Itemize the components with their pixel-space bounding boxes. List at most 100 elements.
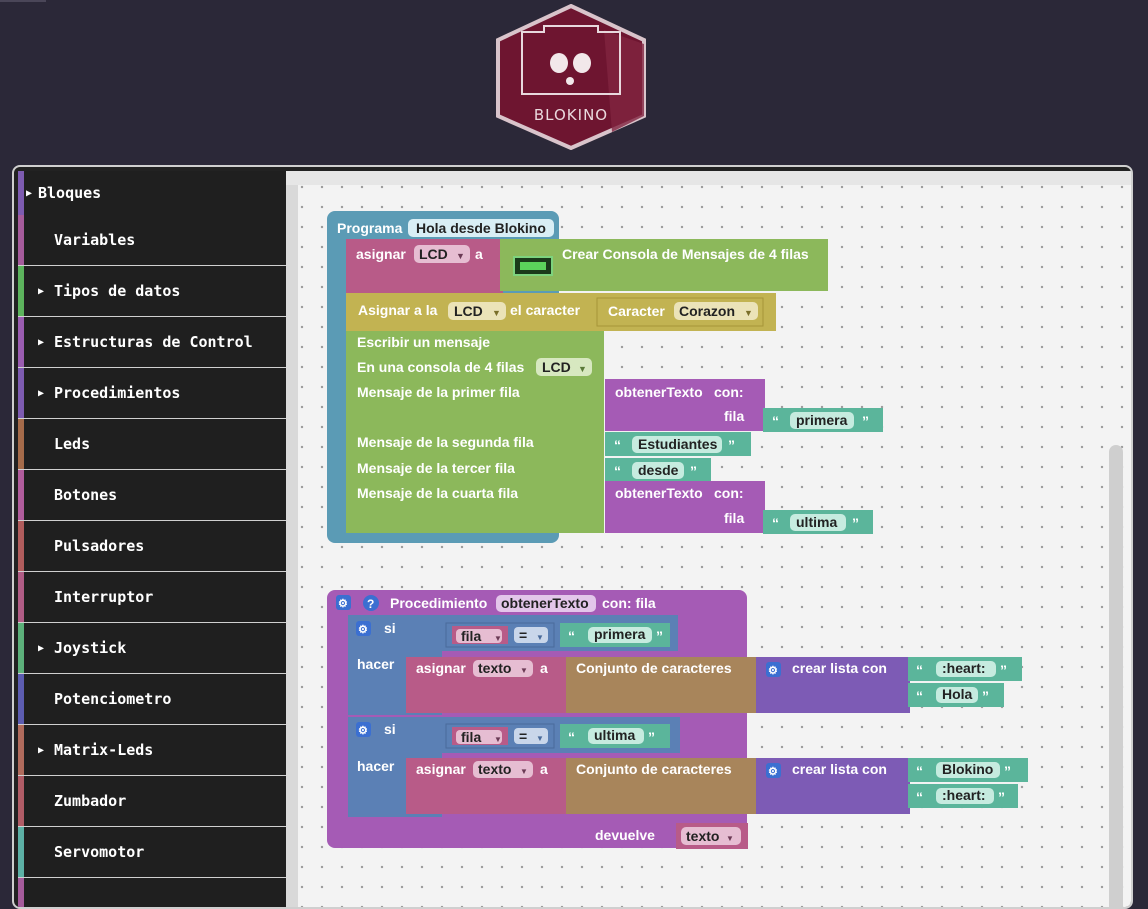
toolbox-item-more[interactable] [18,878,286,907]
charset-label-1: Conjunto de caracteres [576,660,732,676]
row3-label: Mensaje de la tercer fila [357,460,515,476]
gear-glyph: ⚙ [338,598,348,610]
toolbox-item-leds[interactable]: Leds [18,419,286,470]
svg-text:”: ” [982,688,989,704]
set-char-var-text: LCD [454,303,483,319]
svg-text:“: “ [916,763,923,779]
dropdown-arrow-icon: ▼ [456,251,465,261]
toolbox-item-procedimientos[interactable]: ▶Procedimientos [18,368,286,419]
quote-icon: ” [862,413,869,429]
procedure-label: Procedimiento [390,595,487,611]
gear-icon [336,595,351,610]
compare-var-2: fila [461,729,481,745]
gear-icon [356,621,371,636]
char-value-dropdown[interactable] [674,302,758,320]
procedure-name-field[interactable] [496,595,596,612]
row2-text: Estudiantes [638,436,718,452]
dropdown-arrow-icon: ▼ [578,364,587,374]
category-stripe [18,368,24,418]
toolbox-item-botones[interactable]: Botones [18,470,286,521]
category-stripe [18,470,24,520]
if-label-2: si [384,721,396,737]
category-stripe [18,419,24,469]
call-param-2: fila [724,510,744,526]
do-label-2: hacer [357,758,395,774]
toolbox-item-label: Tipos de datos [54,282,181,300]
category-stripe [18,623,24,673]
toolbox-header-bloques[interactable]: ▶ Bloques [18,171,286,215]
toolbox-item-variables[interactable]: Variables [18,215,286,266]
toolbox-item-zumbador[interactable]: Zumbador [18,776,286,827]
create-console-block [500,239,828,291]
category-stripe [18,776,24,826]
help-glyph: ? [367,597,374,611]
console-var-dropdown[interactable] [536,358,592,376]
category-stripe [18,317,24,367]
list2-item2: :heart: [942,787,986,803]
assign-var-dropdown-3[interactable] [473,761,533,778]
cond2-text: ultima [594,727,635,743]
assign-a-2: a [540,660,548,676]
svg-text:“: “ [916,688,923,704]
list-label-2: crear lista con [792,761,887,777]
program-name-field: Hola desde Blokino [416,220,546,236]
top-left-accent [0,0,46,2]
list-block-1 [756,657,910,713]
toolbox-header-label: Bloques [38,184,102,202]
call-name-2: obtenerTexto [615,485,703,501]
category-stripe [18,674,24,724]
procedure-block[interactable]: ⚙ ? Procedimiento obtenerTexto con: fila… [327,590,1028,849]
toolbox-item-label: Matrix-Leds [54,741,154,759]
procedure-name-text: obtenerTexto [501,595,589,611]
svg-text:▼: ▼ [494,735,502,744]
return-var-dropdown[interactable] [681,827,741,845]
assign-var-text-2: texto [478,660,511,676]
call-block-2 [605,481,765,533]
svg-text:▼: ▼ [536,633,544,642]
toolbox-item-joystick[interactable]: ▶Joystick [18,623,286,674]
program-label: Programa [337,220,403,236]
expand-arrow-icon: ▶ [38,642,45,654]
toolbox-item-matrix-leds[interactable]: ▶Matrix-Leds [18,725,286,776]
operator-2: = [519,728,527,744]
assign-var-text-3: texto [478,761,511,777]
toolbox-item-label: Pulsadores [54,537,145,555]
toolbox-item-estructuras-de-control[interactable]: ▶Estructuras de Control [18,317,286,368]
compare-var-1: fila [461,628,481,644]
assign-var-dropdown[interactable] [414,245,470,263]
toolbox-item-potenciometro[interactable]: Potenciometro [18,674,286,725]
call-con-1: con: [714,384,744,400]
set-char-var-dropdown[interactable] [448,302,506,320]
gear-icon [766,662,781,677]
toolbox-item-label: Botones [54,486,118,504]
toolbox-item-label: Potenciometro [54,690,172,708]
assign-var-dropdown-2[interactable] [473,660,533,677]
quote-icon: ” [852,515,859,531]
blocks-workspace[interactable]: Programa Hola desde Blokino asignar LCD … [286,171,1131,907]
list-block-2 [756,758,910,814]
toolbox-item-interruptor[interactable]: Interruptor [18,572,286,623]
operator-dropdown-2[interactable] [514,728,548,744]
category-stripe [18,266,24,316]
editor-frame: ▶ Bloques Variables▶Tipos de datos▶Estru… [12,165,1133,909]
cond1-text: primera [594,626,646,642]
toolbox-item-tipos-de-datos[interactable]: ▶Tipos de datos [18,266,286,317]
operator-dropdown[interactable] [514,627,548,643]
workspace-top-bar [286,171,1131,185]
do-label-1: hacer [357,656,395,672]
charset-block-2 [566,758,756,814]
toolbox-item-servomotor[interactable]: Servomotor [18,827,286,878]
toolbox: ▶ Bloques Variables▶Tipos de datos▶Estru… [18,171,286,907]
call-block-1 [605,379,765,431]
row4-label: Mensaje de la cuarta fila [357,485,518,501]
program-block[interactable]: Programa Hola desde Blokino asignar LCD … [327,211,883,543]
charset-block-1 [566,657,756,713]
console-label: En una consola de 4 filas [357,359,524,375]
assign-label-2: asignar [416,660,466,676]
toolbox-item-pulsadores[interactable]: Pulsadores [18,521,286,572]
vertical-scrollbar[interactable] [1109,445,1123,907]
toolbox-item-label: Variables [54,231,136,249]
row4-arg-text: ultima [796,514,837,530]
row1-arg-text: primera [796,412,848,428]
svg-text:▼: ▼ [520,767,528,776]
